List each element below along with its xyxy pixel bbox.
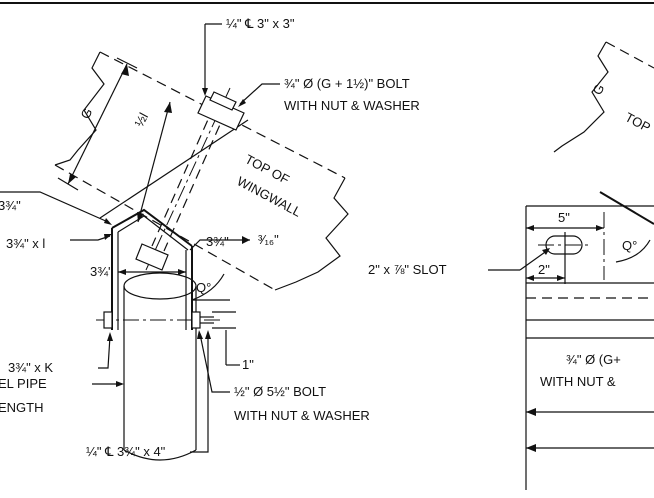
weld-size-label: 3¾" [206, 234, 229, 249]
bolt-right-label-2: WITH NUT & [540, 374, 616, 389]
top-of-wingwall-label-2: WINGWALL [235, 173, 304, 219]
main-bolt-label-2: WITH NUT & WASHER [284, 98, 420, 113]
angle-k-label: 3¾" x K [8, 360, 53, 375]
top-right-label: TOP [623, 109, 653, 135]
dim-2-label: 2" [538, 262, 550, 277]
pipe-label-2: ENGTH [0, 400, 44, 415]
leader-lines-left [0, 23, 280, 453]
one-inch-label: 1" [242, 357, 254, 372]
dim-5-right [526, 225, 604, 231]
q-angle-arc-right [615, 239, 651, 263]
plate-bottom-label: ¼" ℄ 3¾" x 4" [86, 444, 166, 459]
plate-top-label: ¼" ℄ 3" x 3" [226, 16, 295, 31]
dim-partial-left-label: 3¾" [0, 198, 21, 213]
slot-leader [488, 248, 550, 271]
q-angle-right-label: Q° [622, 238, 637, 253]
pipe-left [123, 272, 197, 461]
dim-5-label: 5" [558, 210, 570, 225]
main-bolt-left [135, 87, 245, 271]
half-l-label: ½l [131, 110, 151, 129]
dim-3-75-label: 3¾" [90, 264, 113, 279]
main-bolt-label-1: ¾" Ø (G + 1½)" BOLT [284, 76, 410, 91]
g-label-left: G [77, 105, 95, 121]
slot-label: 2" x ⅞" SLOT [368, 262, 447, 277]
small-bolt-label-1: ½" Ø 5½" BOLT [234, 384, 326, 399]
pipe-label-1: EL PIPE [0, 376, 47, 391]
bottom-dims-right [526, 408, 654, 452]
one-inch-dimension [212, 311, 240, 366]
q-angle-left-label: Q° [196, 280, 211, 295]
g-label-right: G [589, 81, 607, 97]
bolt-right-label-1: ¾" Ø (G+ [566, 352, 621, 367]
dim-3-75-horizontal [118, 269, 186, 275]
top-of-wingwall-line [99, 119, 249, 219]
wingwall-outline-right [553, 41, 654, 153]
q-angle-arc-left [191, 273, 225, 301]
weld-fillet-label: ³⁄₁₆" [258, 232, 279, 247]
angle-plate-label: 3¾" x l [6, 236, 45, 251]
dim-2-right [526, 258, 566, 284]
small-bolt-left [96, 311, 220, 329]
small-bolt-label-2: WITH NUT & WASHER [234, 408, 370, 423]
slot-right [538, 232, 592, 258]
angle-plate-left [111, 208, 193, 251]
g-dimension-left [57, 57, 138, 191]
channel-right [525, 191, 654, 490]
